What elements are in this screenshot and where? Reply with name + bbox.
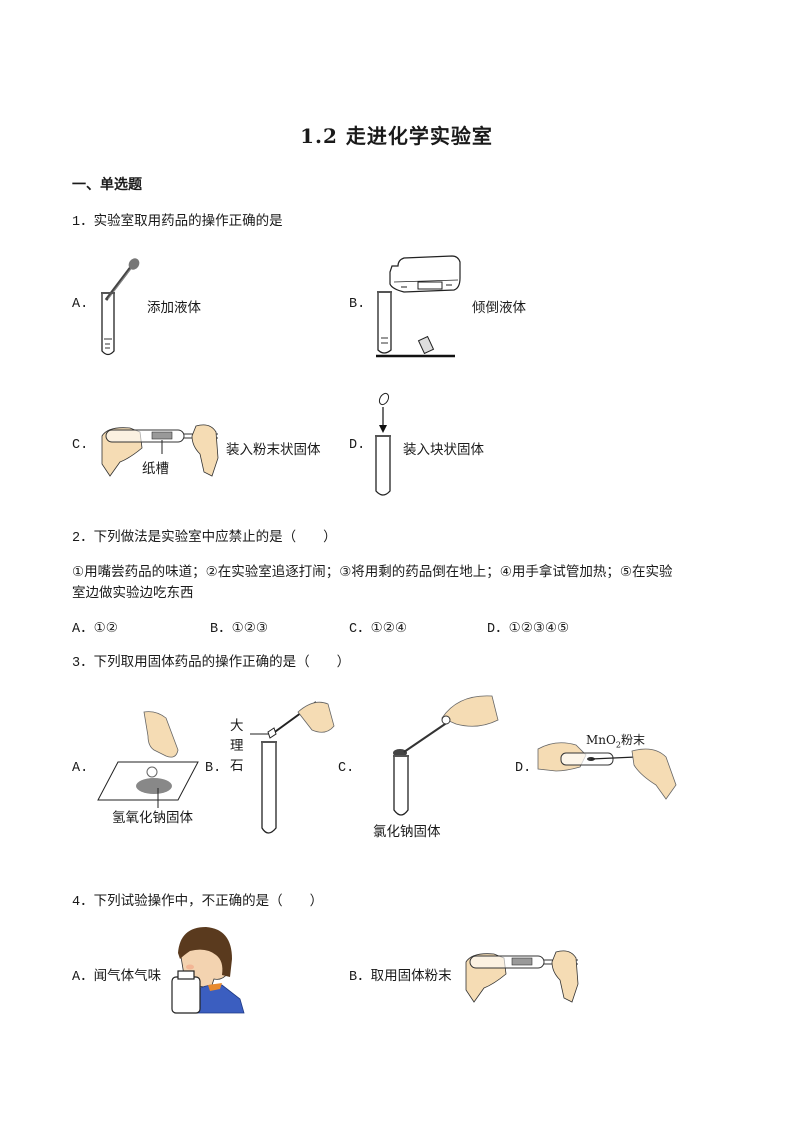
option-letter: B． <box>210 622 232 637</box>
option-value: ①② <box>93 620 118 636</box>
q3-option-a-caption: 氢氧化钠固体 <box>112 810 193 826</box>
q3-option-c-caption: 氯化钠固体 <box>373 824 441 840</box>
label-char: 大 <box>230 718 244 734</box>
q1-option-c-caption: 装入粉末状固体 <box>226 442 321 458</box>
q3-option-d-label: MnO2粉末 <box>586 731 645 749</box>
q1-option-c-letter: C. <box>72 438 89 453</box>
question-text: 实验室取用药品的操作正确的是 <box>93 213 283 229</box>
option-letter: A． <box>72 622 94 637</box>
q1-option-b-caption: 倾倒液体 <box>472 300 526 316</box>
question-2-statements-line2: 室边做实验边吃东西 <box>72 585 194 601</box>
boy-smelling-bottle-icon <box>171 927 245 1014</box>
question-text: 下列取用固体药品的操作正确的是（ ） <box>93 654 351 670</box>
q2-option-a: A．①② <box>72 616 118 637</box>
q3-option-c-letter: C. <box>338 761 355 776</box>
option-letter: A． <box>72 970 94 985</box>
question-3-stem: 3．下列取用固体药品的操作正确的是（ ） <box>72 650 350 671</box>
q3-option-d-letter: D. <box>515 761 532 776</box>
spatula-horizontal-tube-icon <box>537 742 677 800</box>
tweezers-test-tube-icon <box>250 701 335 834</box>
question-2-stem: 2．下列做法是实验室中应禁止的是（ ） <box>72 525 337 546</box>
q1-option-c-sublabel: 纸槽 <box>142 461 169 477</box>
label-char: 理 <box>230 738 244 754</box>
reagent-bottle-pouring-icon <box>376 255 461 358</box>
option-letter: B． <box>349 970 371 985</box>
question-number: 3． <box>72 656 94 671</box>
q1-option-d-letter: D. <box>349 438 366 453</box>
q4-option-b: B．取用固体粉末 <box>349 964 452 985</box>
option-letter: D． <box>487 622 509 637</box>
option-value: ①②③ <box>231 620 268 636</box>
option-caption: 闻气体气味 <box>93 968 162 984</box>
q2-option-b: B．①②③ <box>210 616 268 637</box>
question-2-statements-line1: ①用嘴尝药品的味道；②在实验室追逐打闹；③将用剩的药品倒在地上；④用手拿试管加热… <box>72 564 673 580</box>
question-text: 下列试验操作中，不正确的是（ ） <box>93 893 324 909</box>
q4-option-a: A．闻气体气味 <box>72 964 161 985</box>
q2-option-c: C．①②④ <box>349 616 407 637</box>
dropper-test-tube-icon <box>101 258 140 356</box>
q1-option-a-caption: 添加液体 <box>147 300 201 316</box>
page-title: 1.2 走进化学实验室 <box>300 124 493 148</box>
option-letter: C． <box>349 622 371 637</box>
hand-on-paper-powder-icon <box>97 711 199 808</box>
q2-option-d: D．①②③④⑤ <box>487 616 569 637</box>
paper-trough-hands-icon <box>101 424 219 477</box>
q3-option-b-label: 大 理 石 <box>230 716 246 776</box>
paper-trough-hands-icon <box>465 950 579 1003</box>
formula-text: MnO <box>586 733 616 747</box>
question-number: 1． <box>72 215 94 230</box>
label-char: 石 <box>230 758 244 774</box>
section-heading: 一、单选题 <box>72 177 142 193</box>
question-number: 2． <box>72 531 94 546</box>
option-value: ①②③④⑤ <box>508 620 570 636</box>
formula-subscript: 2 <box>615 740 621 750</box>
q1-option-a-letter: A. <box>72 297 89 312</box>
question-1-stem: 1．实验室取用药品的操作正确的是 <box>72 209 283 230</box>
solid-into-tube-icon <box>375 392 391 496</box>
q3-option-a-letter: A. <box>72 761 89 776</box>
q1-option-b-letter: B. <box>349 297 366 312</box>
question-text: 下列做法是实验室中应禁止的是（ ） <box>93 529 337 545</box>
question-number: 4． <box>72 895 94 910</box>
q1-option-d-caption: 装入块状固体 <box>403 442 484 458</box>
q3-option-b-letter: B. <box>205 761 222 776</box>
question-4-stem: 4．下列试验操作中，不正确的是（ ） <box>72 889 323 910</box>
option-value: ①②④ <box>370 620 407 636</box>
option-caption: 取用固体粉末 <box>370 968 452 984</box>
formula-suffix: 粉末 <box>620 733 645 747</box>
spoon-test-tube-icon <box>393 695 499 816</box>
